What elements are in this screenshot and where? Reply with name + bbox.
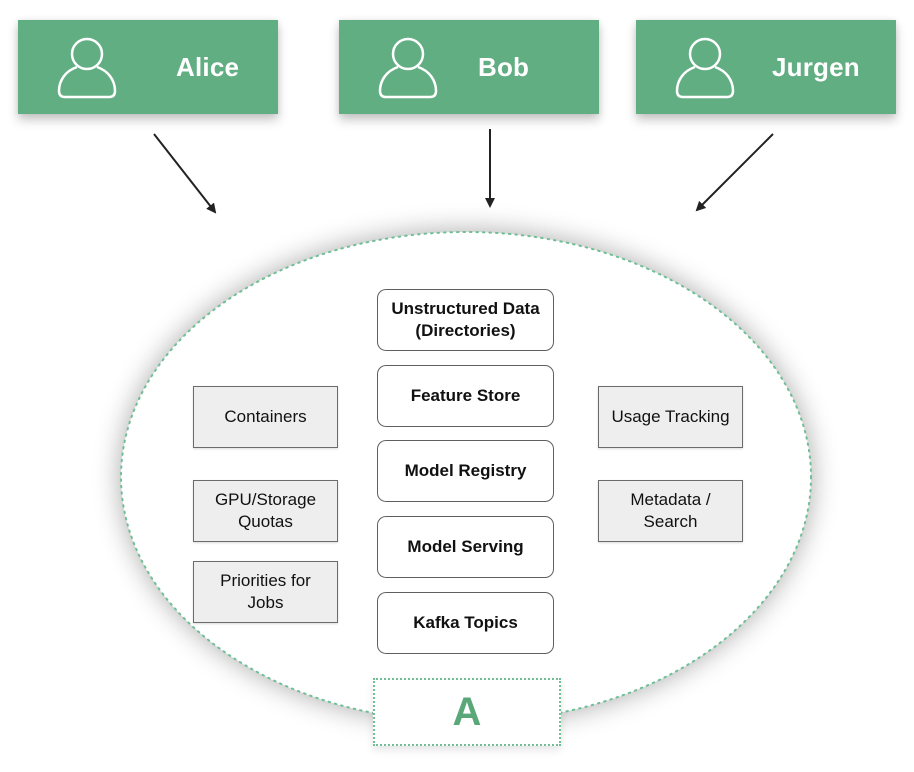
platform-label: A (452, 689, 482, 734)
service-containers[interactable]: Containers (193, 386, 338, 448)
user-card-bob[interactable]: Bob (339, 20, 599, 114)
person-icon (378, 37, 438, 99)
service-label-line1: Metadata / (630, 490, 711, 509)
service-label-line1: Usage Tracking (611, 407, 730, 426)
service-gpu-storage-quotas[interactable]: GPU/Storage Quotas (193, 480, 338, 542)
service-model-serving[interactable]: Model Serving (377, 516, 554, 578)
service-label-line2: Search (643, 512, 698, 531)
service-model-registry[interactable]: Model Registry (377, 440, 554, 502)
service-label-line1: Priorities for (220, 571, 311, 590)
arrow-jurgen (695, 133, 774, 212)
service-label-line1: GPU/Storage (214, 490, 317, 509)
service-feature-store[interactable]: Feature Store (377, 365, 554, 427)
user-card-alice[interactable]: Alice (18, 20, 278, 114)
service-label-line1: Containers (224, 407, 307, 426)
service-label: Feature Store (410, 386, 521, 405)
service-label: Model Registry (404, 461, 527, 480)
service-label-line2: Quotas (238, 512, 293, 531)
user-name: Jurgen (772, 52, 860, 82)
service-label-line1: Unstructured Data (391, 299, 540, 318)
platform-label-box: A (373, 678, 561, 746)
platform-ellipse-border (120, 231, 812, 723)
service-kafka-topics[interactable]: Kafka Topics (377, 592, 554, 654)
service-usage-tracking[interactable]: Usage Tracking (598, 386, 743, 448)
arrow-alice (153, 133, 217, 214)
person-icon (675, 37, 735, 99)
service-label: Model Serving (407, 537, 524, 556)
service-label-line2: (Directories) (415, 321, 516, 340)
user-name: Bob (478, 52, 530, 82)
service-unstructured-data[interactable]: Unstructured Data (Directories) (377, 289, 554, 351)
service-label: Kafka Topics (413, 613, 518, 632)
service-label-line2: Jobs (247, 593, 284, 612)
user-card-jurgen[interactable]: Jurgen (636, 20, 896, 114)
person-icon (57, 37, 117, 99)
service-priorities-for-jobs[interactable]: Priorities for Jobs (193, 561, 338, 623)
user-name: Alice (176, 52, 240, 82)
service-metadata-search[interactable]: Metadata / Search (598, 480, 743, 542)
